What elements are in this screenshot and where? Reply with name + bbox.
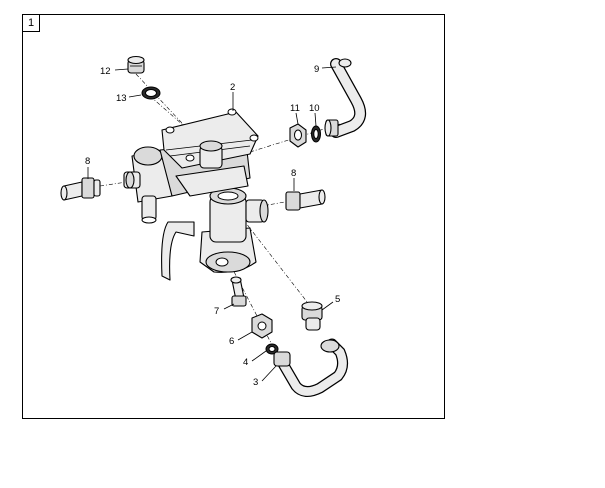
callout-11: 11 [290, 103, 300, 114]
callout-5: 5 [335, 294, 340, 305]
figure-number: 1 [23, 15, 40, 32]
part-13-seal-ring [141, 86, 161, 100]
callout-8-right: 8 [291, 168, 296, 179]
callout-9: 9 [314, 64, 319, 75]
part-6-hex-nut [251, 313, 273, 339]
part-8-left-fitting [60, 177, 101, 201]
part-3-bent-tube [273, 338, 349, 397]
part-9-curved-tube [324, 58, 367, 138]
part-12-plug [127, 55, 145, 74]
callout-3: 3 [253, 377, 258, 388]
callout-6: 6 [229, 336, 234, 347]
callout-labels: 12 13 2 9 11 10 8 8 5 7 6 4 3 [85, 64, 340, 388]
main-valve-body [123, 108, 269, 281]
callout-4: 4 [243, 357, 248, 368]
callout-12: 12 [100, 66, 111, 77]
callout-leaders [87, 66, 337, 382]
part-8-right-fitting [285, 189, 326, 211]
part-5-fitting [301, 301, 323, 331]
callout-2: 2 [230, 82, 235, 93]
part-10-washer [311, 125, 321, 143]
part-7-bolt [230, 276, 247, 307]
callout-13: 13 [116, 93, 127, 104]
part-4-washer [265, 343, 279, 355]
callout-10: 10 [309, 103, 320, 114]
callout-7: 7 [214, 306, 219, 317]
callout-8-left: 8 [85, 156, 90, 167]
part-11-nut [289, 123, 307, 148]
diagram-frame: 1 [22, 14, 445, 419]
